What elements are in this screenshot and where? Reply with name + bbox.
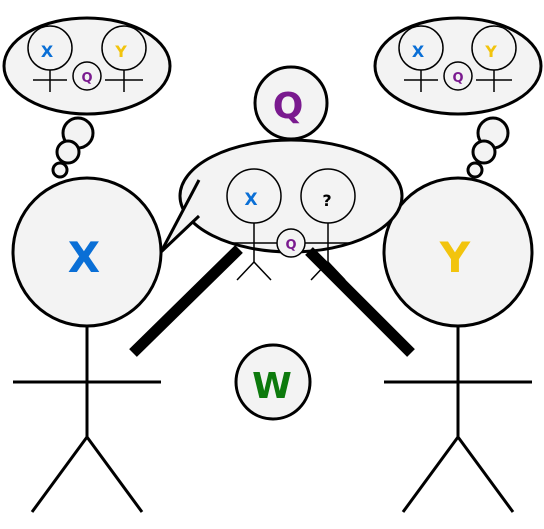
left-head-label: X bbox=[68, 233, 100, 282]
right-thought-dot-medium bbox=[471, 139, 497, 165]
speech-bubble: X ? Q bbox=[159, 138, 404, 281]
center-q-node: Q bbox=[253, 65, 329, 141]
right-thought-q-label: Q bbox=[452, 71, 463, 86]
left-thought-y-label: Y bbox=[114, 42, 127, 61]
left-leg-left bbox=[30, 436, 89, 513]
center-w-node: W bbox=[234, 343, 312, 421]
right-thought-x-label: X bbox=[412, 42, 425, 61]
left-thought-x-label: X bbox=[41, 42, 54, 61]
speech-unknown-label: ? bbox=[322, 191, 331, 210]
right-head-label: Y bbox=[439, 233, 471, 282]
right-leg-right bbox=[456, 436, 515, 513]
center-w-circle bbox=[234, 343, 312, 421]
left-thought-dot-medium bbox=[55, 139, 81, 165]
left-thought-bubble: X Y Q bbox=[2, 16, 172, 179]
right-thought-q-circle bbox=[443, 61, 473, 91]
right-figure: X Y Q Y bbox=[373, 16, 543, 513]
right-thought-y-label: Y bbox=[484, 42, 497, 61]
left-figure: X Y Q X bbox=[2, 16, 172, 513]
right-thought-bubble: X Y Q bbox=[373, 16, 543, 179]
speech-q-label: Q bbox=[285, 238, 296, 253]
center-w-label: W bbox=[252, 366, 292, 407]
right-diagonal-bar bbox=[305, 247, 415, 357]
right-thought-dot-small bbox=[466, 161, 484, 179]
left-leg-right bbox=[85, 436, 144, 513]
left-diagonal-bar bbox=[129, 245, 243, 357]
left-thought-q-label: Q bbox=[81, 71, 92, 86]
left-thought-q-circle bbox=[72, 61, 102, 91]
right-leg-left bbox=[401, 436, 460, 513]
speech-q-circle bbox=[276, 228, 306, 258]
left-thought-dot-small bbox=[51, 161, 69, 179]
center-q-label: Q bbox=[273, 86, 304, 127]
speech-x-label: X bbox=[244, 190, 257, 210]
